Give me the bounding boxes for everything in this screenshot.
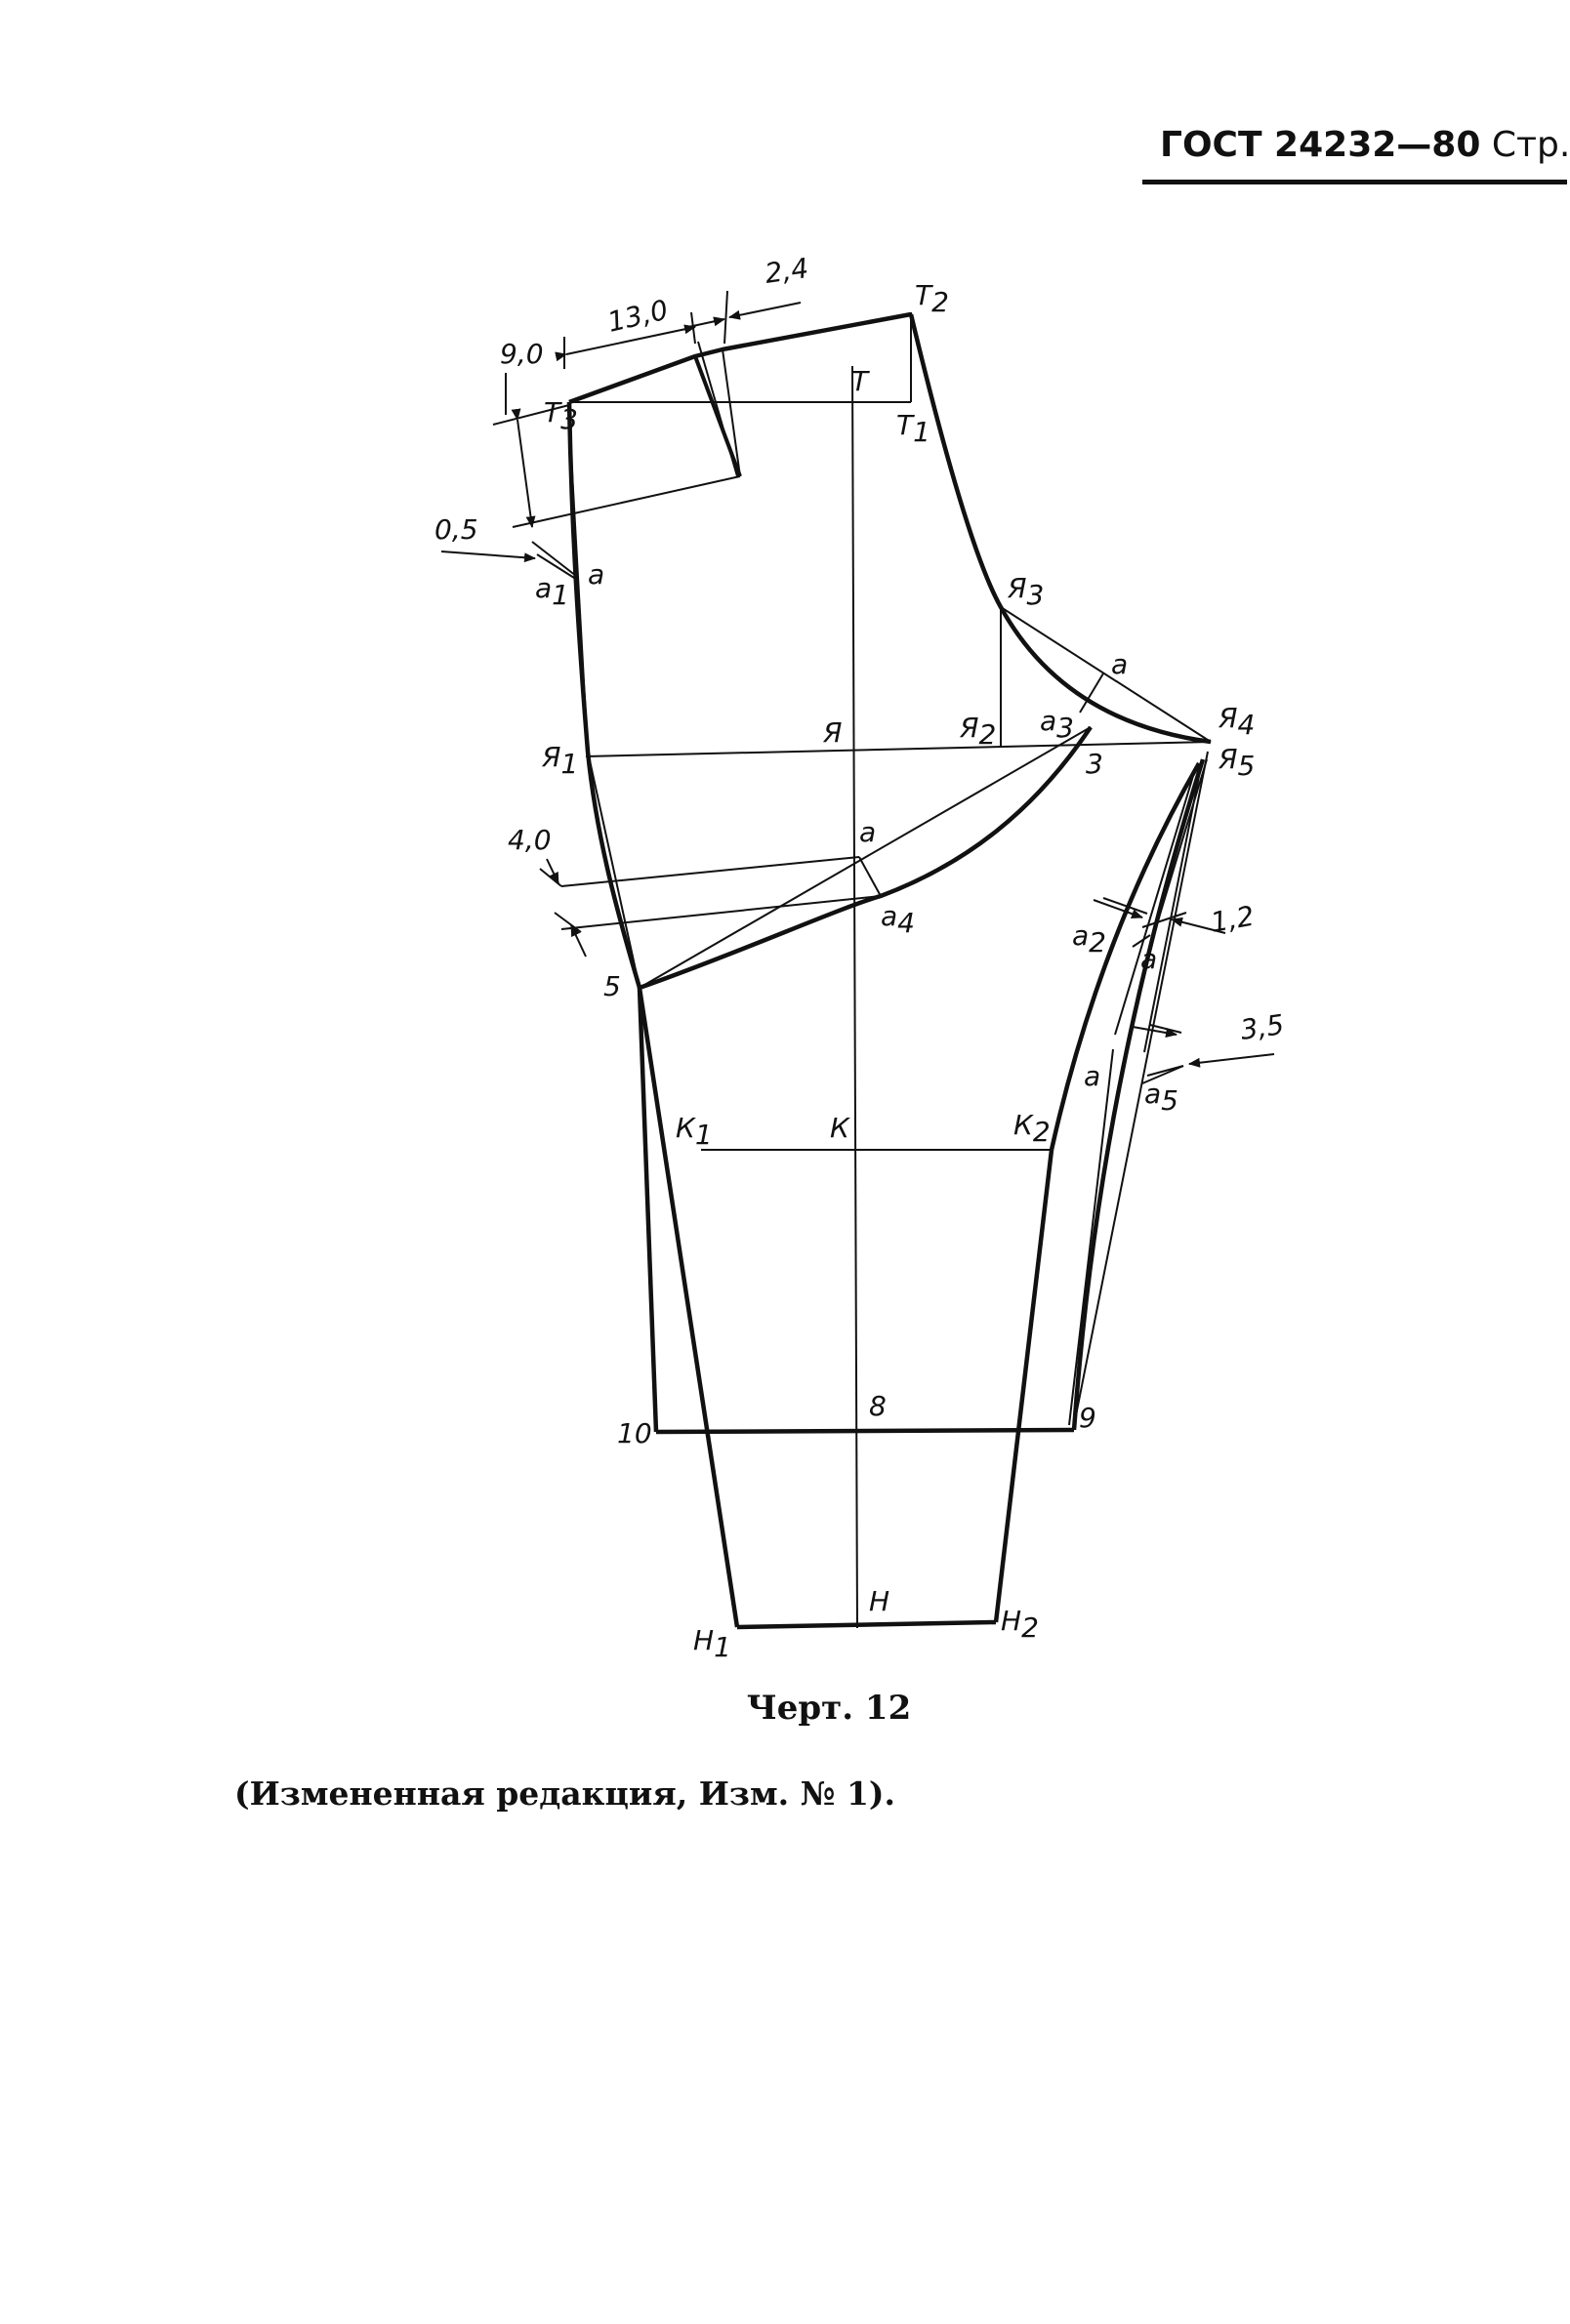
front-side-leg — [637, 987, 740, 1628]
dim-9-arrow — [511, 408, 536, 528]
center-line — [851, 365, 858, 1629]
dim-label-9-0: 9,0 — [500, 338, 544, 370]
lower-inseam-guide — [1068, 1048, 1114, 1426]
dim-40-arrow — [546, 858, 559, 884]
hip-line — [585, 741, 1212, 757]
inseam-back — [1071, 758, 1206, 1431]
inseam-guide-1 — [1073, 751, 1209, 1426]
label-n: Н — [869, 1585, 889, 1617]
dart-triangle-left — [693, 355, 742, 477]
ya3-ya4-line — [1000, 606, 1212, 743]
label-a-center: а — [859, 816, 876, 848]
label-8: 8 — [869, 1390, 887, 1422]
dim-label-13-0: 13,0 — [604, 294, 671, 339]
label-a-right-lower: а — [1084, 1060, 1100, 1092]
revision-note: (Измененная редакция, Изм. № 1). — [234, 1774, 896, 1813]
page-header: ГОСТ 24232—80 Стр. 25 — [1142, 125, 1570, 184]
dart-right-leg — [722, 348, 741, 477]
dim-2-4-arrow-r — [728, 302, 802, 320]
inseam-guide-2 — [1114, 765, 1197, 1036]
thin-construction-lines — [492, 290, 1212, 1629]
label-3: 3 — [1086, 748, 1103, 780]
label-t3: Т3 — [544, 396, 578, 435]
inseam-guide-3 — [1143, 765, 1202, 1053]
front-hem — [736, 1619, 997, 1630]
label-n1: Н1 — [693, 1624, 731, 1663]
dim-12-ext-2 — [1141, 912, 1187, 928]
front-inseam-lower — [993, 1149, 1054, 1623]
label-9: 9 — [1079, 1402, 1096, 1434]
side-seam-thin-lower — [587, 751, 640, 989]
label-5: 5 — [603, 970, 621, 1002]
dim-12-arrow — [1093, 899, 1143, 918]
dim-35-arrow — [1132, 1026, 1178, 1038]
page-number: Стр. 25 — [1491, 125, 1570, 165]
figure-caption: Черт. 12 — [746, 1689, 912, 1728]
label-a2: а2 — [1072, 919, 1106, 958]
dim-35-ext-2 — [1146, 1065, 1184, 1077]
label-t1: Т1 — [896, 409, 930, 448]
label-ya1: Я1 — [541, 741, 578, 780]
label-t2: Т2 — [915, 279, 949, 318]
dim-05-ext-1 — [531, 541, 577, 577]
label-a5: а5 — [1144, 1078, 1178, 1117]
dim-2-4-ext — [723, 290, 728, 345]
label-t: Т — [851, 365, 870, 397]
label-ya2: Я2 — [959, 712, 996, 751]
header-text: ГОСТ 24232—80 Стр. 25 — [1142, 125, 1570, 165]
back-hem-left — [637, 987, 659, 1433]
a-perp-center — [858, 856, 882, 897]
dim-05-arrow — [440, 550, 536, 563]
front-rise-curve — [908, 313, 1212, 745]
label-a4: а4 — [881, 900, 915, 939]
dim-label-0-5: 0,5 — [434, 513, 478, 546]
label-a-ya3: а — [1111, 648, 1128, 680]
dart-triangle — [693, 355, 742, 477]
dim-label-3-5: 3,5 — [1238, 1008, 1286, 1046]
dim-05-ext-2 — [536, 553, 575, 579]
label-n2: Н2 — [1001, 1605, 1039, 1644]
inseam-front — [1049, 761, 1201, 1151]
label-ya3: Я3 — [1007, 572, 1044, 611]
label-ya: Я — [822, 716, 842, 749]
dim-35-arrow-2 — [1188, 1053, 1275, 1068]
label-k1: К1 — [676, 1112, 713, 1151]
dim-40-ext-1 — [539, 868, 562, 887]
dim-13-arrow — [555, 324, 696, 362]
seat-diagonal — [639, 726, 1092, 989]
dim-label-1-2: 1,2 — [1208, 900, 1257, 939]
label-k: К — [830, 1112, 850, 1144]
side-offset-line — [512, 475, 741, 528]
a2-bracket-lower — [1132, 934, 1151, 948]
standard-number: ГОСТ 24232—80 — [1160, 125, 1481, 165]
label-10: 10 — [617, 1417, 652, 1449]
label-a-top: а — [588, 558, 604, 591]
a5-bracket-lower — [1141, 1065, 1184, 1084]
label-a-right-upper: а — [1140, 943, 1157, 975]
dim-label-2-4: 2,4 — [763, 252, 810, 290]
label-k2: К2 — [1013, 1109, 1051, 1148]
label-a1: а1 — [535, 572, 569, 611]
label-ya4: Я4 — [1218, 702, 1255, 741]
label-ya5: Я5 — [1218, 743, 1255, 782]
thick-outline — [566, 311, 1212, 1630]
dim-40-arrow-2 — [570, 924, 587, 958]
seat-curve — [639, 725, 1093, 991]
dim-label-4-0: 4,0 — [508, 824, 552, 856]
label-a3: а3 — [1040, 705, 1074, 744]
side-seam — [566, 401, 642, 989]
back-hem — [655, 1427, 1075, 1435]
guide-line-lower — [560, 895, 882, 930]
dim-12-arrow-2 — [1171, 917, 1226, 934]
point-labels: Т Т1 Т2 Т3 а а1 Я Я1 Я2 Я3 Я4 Я5 а а3 3 … — [535, 279, 1255, 1663]
header-rule — [1142, 180, 1567, 184]
dim-2-4-arrow-l — [687, 316, 725, 328]
waist-outline — [568, 311, 912, 405]
a-perp-ya3 — [1079, 673, 1104, 714]
dimension-arrows — [440, 302, 1275, 1068]
